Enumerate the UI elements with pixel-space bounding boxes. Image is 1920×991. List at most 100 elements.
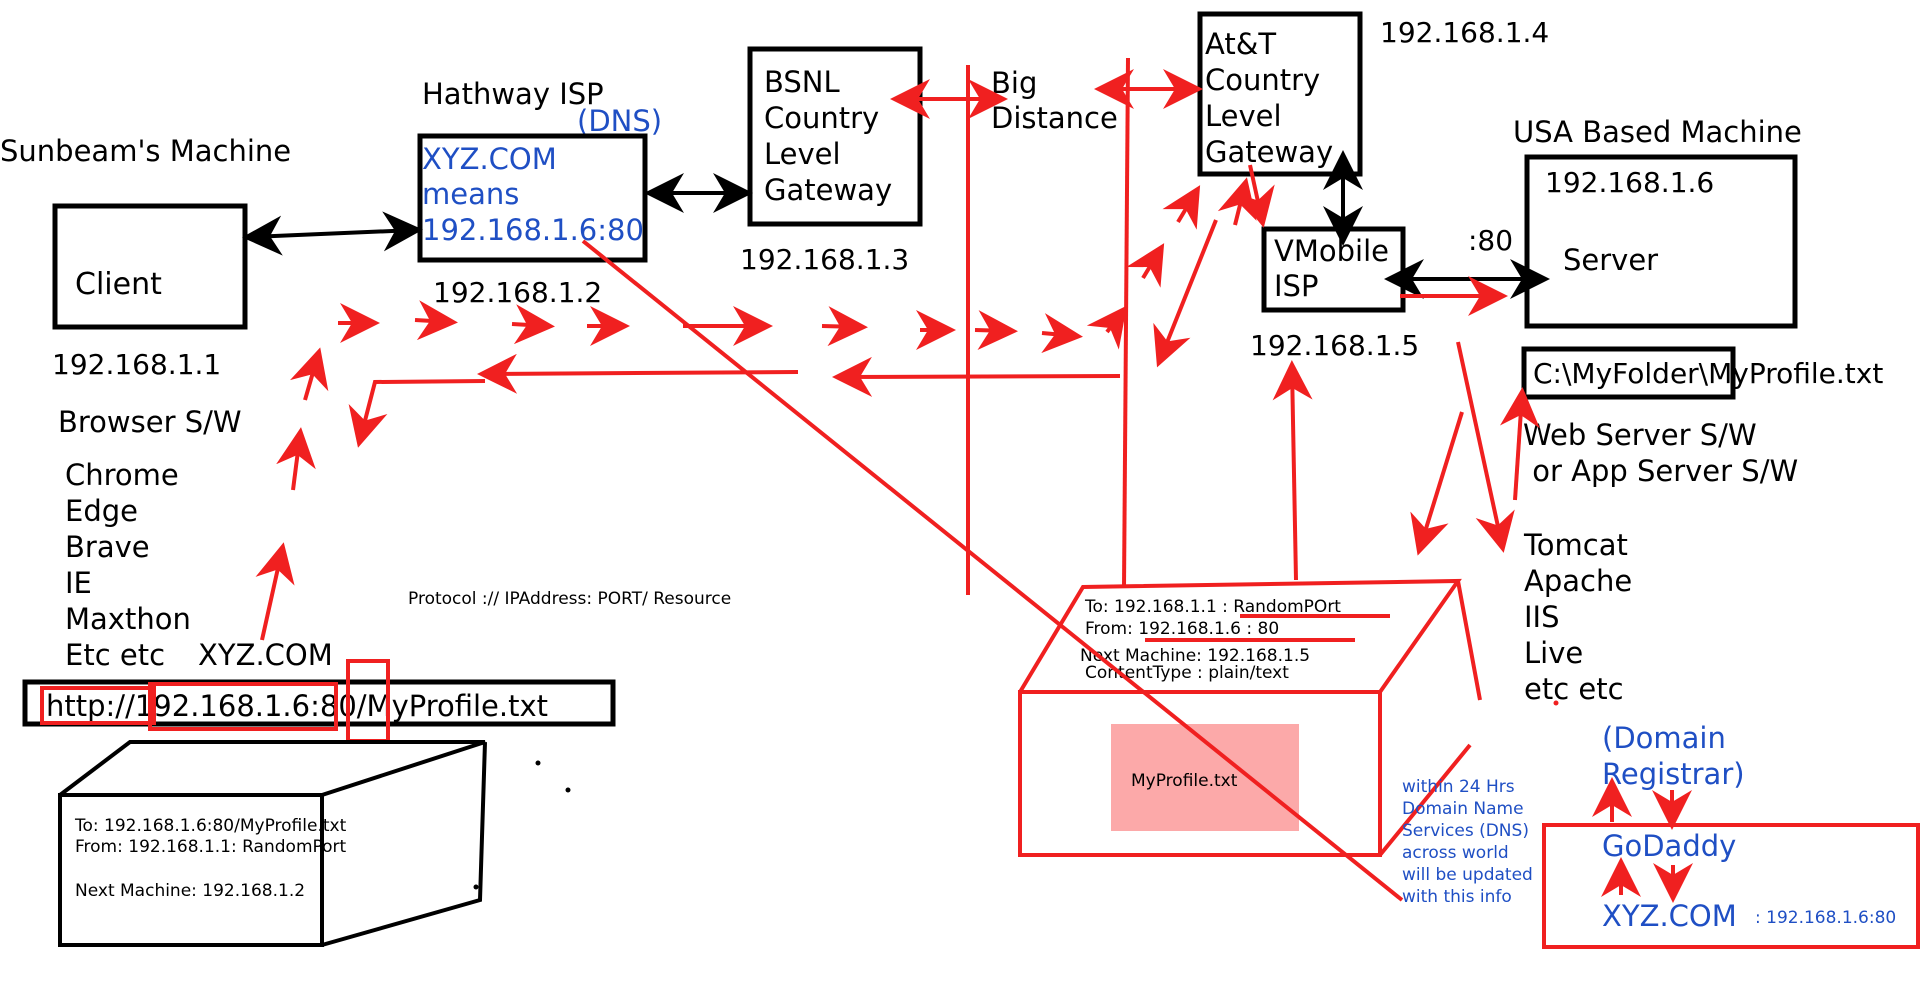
web-server-line: or App Server S/W — [1523, 454, 1798, 488]
response-from: From: 192.168.1.6 : 80 — [1085, 619, 1279, 639]
browser-item: Brave — [65, 530, 150, 564]
server-box — [1524, 154, 1798, 329]
response-route-arrows — [348, 219, 1540, 581]
stray-dot — [1553, 700, 1559, 706]
route-arrow — [276, 427, 316, 491]
return-arrow — [1456, 341, 1515, 553]
registered-domain: XYZ.COM — [1602, 899, 1737, 933]
client-ip: 192.168.1.1 — [52, 348, 221, 381]
dns-tag: (DNS) — [577, 104, 662, 138]
response-to: To: 192.168.1.1 : RandomPOrt — [1084, 597, 1341, 617]
hathway-ip: 192.168.1.2 — [433, 276, 602, 309]
dns-mapping-line: XYZ.COM — [422, 142, 557, 176]
sunbeam-machine-title: Sunbeam's Machine — [0, 134, 291, 168]
dns-note-line: Services (DNS) — [1402, 821, 1529, 841]
att-gateway: At&T Country Level Gateway 192.168.1.4 — [1197, 11, 1549, 177]
bsnl-ip: 192.168.1.3 — [740, 243, 909, 276]
server-software-item: IIS — [1524, 600, 1560, 634]
server-software-list: Tomcat Apache IIS Live etc etc — [1523, 528, 1632, 706]
stray-dot — [535, 760, 541, 766]
client-box — [52, 203, 248, 330]
protocol-highlight — [40, 686, 156, 725]
att-label-line: At&T — [1205, 27, 1276, 61]
att-label-line: Gateway — [1205, 135, 1333, 169]
request-to: To: 192.168.1.6:80/MyProfile.txt — [74, 816, 347, 836]
vmobile-isp: VMobile ISP 192.168.1.5 — [1250, 226, 1419, 362]
dns-mapping-line: 192.168.1.6:80 — [422, 213, 644, 247]
route-arrow — [414, 300, 458, 341]
route-arrow — [821, 306, 868, 347]
stray-dot — [473, 884, 479, 890]
response-content-type: ContentType : plain/text — [1085, 663, 1289, 683]
route-arrow — [974, 310, 1018, 351]
server-software-item: Tomcat — [1523, 528, 1628, 562]
dns-note-line: will be updated — [1402, 865, 1533, 885]
bsnl-label-line: Country — [764, 101, 879, 135]
dns-note-line: with this info — [1402, 887, 1512, 907]
dns-mapping-line: means — [422, 177, 519, 211]
domain-registrar: (Domain Registrar) GoDaddy XYZ.COM : 192… — [1542, 721, 1920, 949]
browser-item: Maxthon — [65, 602, 191, 636]
url-text: http://192.168.1.6:80/MyProfile.txt — [46, 689, 548, 723]
vmobile-label-line: ISP — [1274, 269, 1318, 303]
browser-item: Edge — [65, 494, 138, 528]
return-arrow — [1153, 219, 1218, 368]
vmobile-label-line: VMobile — [1274, 234, 1389, 268]
big-distance: Big Distance — [991, 66, 1118, 135]
big-distance-line: Distance — [991, 101, 1118, 135]
client-hathway-link — [242, 211, 423, 256]
file-payload-label: MyProfile.txt — [1131, 771, 1238, 791]
registrar-title-line: (Domain — [1602, 721, 1726, 755]
att-label-line: Level — [1205, 99, 1282, 133]
usa-machine: USA Based Machine 192.168.1.6 Server :80… — [1468, 115, 1883, 706]
protocol-note: Protocol :// IPAddress: PORT/ Resource — [408, 589, 731, 609]
usa-machine-title: USA Based Machine — [1513, 115, 1802, 149]
stray-dot — [565, 787, 571, 793]
hathway-isp: Hathway ISP (DNS) XYZ.COM means 192.168.… — [417, 77, 662, 309]
vmobile-ip: 192.168.1.5 — [1250, 329, 1419, 362]
att-label-line: Country — [1205, 63, 1320, 97]
black-connectors — [242, 150, 1550, 299]
registrar-title-line: Registrar) — [1602, 757, 1745, 791]
att-ip: 192.168.1.4 — [1380, 16, 1549, 49]
request-next-machine: Next Machine: 192.168.1.2 — [75, 881, 305, 901]
dns-note-line: within 24 Hrs — [1402, 777, 1515, 797]
response-packet-outline — [1018, 578, 1482, 857]
server-port: :80 — [1468, 224, 1513, 257]
browser-list: Chrome Edge Brave IE Maxthon Etc etc — [65, 458, 191, 672]
client-label: Client — [75, 267, 162, 302]
route-arrow — [1162, 185, 1201, 230]
file-path-box — [1521, 346, 1736, 400]
route-arrow — [1041, 313, 1083, 354]
usa-ip: 192.168.1.6 — [1545, 166, 1714, 199]
route-arrow — [1126, 243, 1165, 288]
response-next-machine: Next Machine: 192.168.1.5 — [1080, 646, 1310, 666]
dns-explainer-line — [581, 239, 1404, 902]
dns-note-line: across world — [1402, 843, 1509, 863]
red-annotations — [255, 57, 1693, 903]
sunbeam-machine: Sunbeam's Machine Client 192.168.1.1 Bro… — [0, 134, 616, 743]
request-from: From: 192.168.1.1: RandomPort — [75, 837, 347, 857]
bsnl-label-line: Level — [764, 137, 841, 171]
browser-item: Etc etc — [65, 638, 165, 672]
browser-heading: Browser S/W — [58, 405, 242, 439]
server-software-item: Live — [1524, 636, 1583, 670]
bsnl-gateway: BSNL Country Level Gateway 192.168.1.3 — [740, 46, 923, 276]
return-arrow — [1410, 411, 1464, 556]
route-arrow — [1235, 164, 1275, 228]
browser-item: IE — [65, 566, 92, 600]
file-path: C:\MyFolder\MyProfile.txt — [1533, 357, 1883, 390]
dns-update-note: within 24 Hrs Domain Name Services (DNS)… — [1402, 777, 1533, 907]
server-software-item: etc etc — [1524, 672, 1624, 706]
return-arrow — [1499, 387, 1540, 501]
bsnl-label-line: BSNL — [764, 65, 840, 99]
route-arrow — [511, 304, 555, 345]
route-arrow — [289, 347, 329, 401]
dns-note-line: Domain Name — [1402, 799, 1524, 819]
browser-item: Chrome — [65, 458, 179, 492]
bsnl-box — [747, 46, 923, 227]
return-arrow — [832, 356, 1121, 397]
bsnl-label-line: Gateway — [764, 173, 892, 207]
registrar-box — [1542, 823, 1920, 949]
